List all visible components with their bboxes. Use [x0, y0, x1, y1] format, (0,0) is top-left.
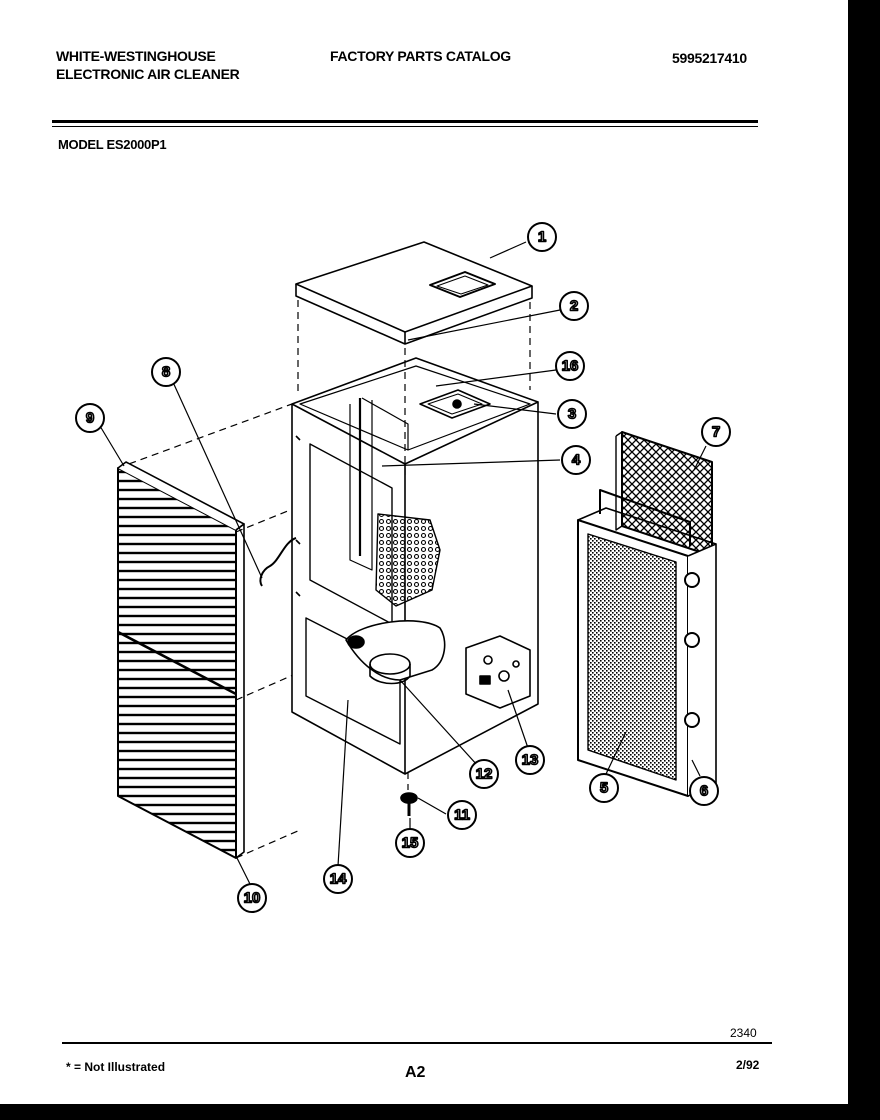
callout-16: 16	[555, 351, 585, 381]
callout-12: 12	[469, 759, 499, 789]
callout-7: 7	[701, 417, 731, 447]
catalog-title: FACTORY PARTS CATALOG	[330, 48, 511, 64]
header-rule-top	[52, 120, 758, 123]
leader-lines	[99, 241, 707, 885]
callout-9: 9	[75, 403, 105, 433]
callout-11: 11	[447, 800, 477, 830]
callout-5: 5	[589, 773, 619, 803]
callout-15: 15	[395, 828, 425, 858]
callout-8: 8	[151, 357, 181, 387]
callout-10: 10	[237, 883, 267, 913]
callout-13: 13	[515, 745, 545, 775]
callout-15-label: 15	[402, 835, 419, 852]
revision-date: 2/92	[736, 1058, 760, 1072]
callout-14: 14	[323, 864, 353, 894]
callout-13-label: 13	[522, 752, 539, 769]
page-number: A2	[405, 1064, 426, 1081]
charcoal-filter-pad	[375, 513, 441, 607]
circuit-board	[465, 635, 531, 709]
callout-4-label: 4	[572, 452, 581, 469]
power-cord	[259, 537, 297, 587]
callout-6: 6	[689, 776, 719, 806]
top-cover	[295, 241, 533, 345]
callout-5-label: 5	[600, 780, 608, 797]
callout-8-label: 8	[162, 364, 170, 381]
callout-14-label: 14	[330, 871, 347, 888]
electronic-cell	[577, 489, 717, 797]
callout-2: 2	[559, 291, 589, 321]
footer-rule	[62, 1042, 772, 1044]
callout-1-label: 1	[538, 229, 546, 246]
callout-2-label: 2	[570, 298, 578, 315]
assembly-guide-lines	[117, 300, 531, 859]
brand-line-2: ELECTRONIC AIR CLEANER	[56, 66, 240, 82]
callout-7-label: 7	[712, 424, 720, 441]
callout-3: 3	[557, 399, 587, 429]
catalog-number: 5995217410	[672, 50, 747, 66]
brand-line-1: WHITE-WESTINGHOUSE	[56, 48, 216, 64]
callout-9-label: 9	[86, 410, 94, 427]
model-label: MODEL ES2000P1	[58, 137, 167, 152]
leveling-foot	[400, 792, 418, 816]
scan-border-bottom	[0, 1104, 880, 1120]
control-panel	[419, 389, 491, 419]
drawing-ref-number: 2340	[730, 1026, 757, 1040]
callout-11-label: 11	[454, 807, 470, 824]
callout-16-label: 16	[562, 358, 579, 375]
fan-motor-assembly	[345, 620, 446, 685]
callout-12-label: 12	[476, 766, 493, 783]
header-rule-bottom	[52, 126, 758, 127]
scan-border-right	[848, 0, 880, 1120]
callout-1: 1	[527, 222, 557, 252]
callout-6-label: 6	[700, 783, 708, 800]
callout-10-label: 10	[244, 890, 261, 907]
callout-4: 4	[561, 445, 591, 475]
callout-3-label: 3	[568, 406, 576, 423]
not-illustrated-note: * = Not Illustrated	[66, 1060, 166, 1074]
front-grille	[117, 461, 245, 859]
